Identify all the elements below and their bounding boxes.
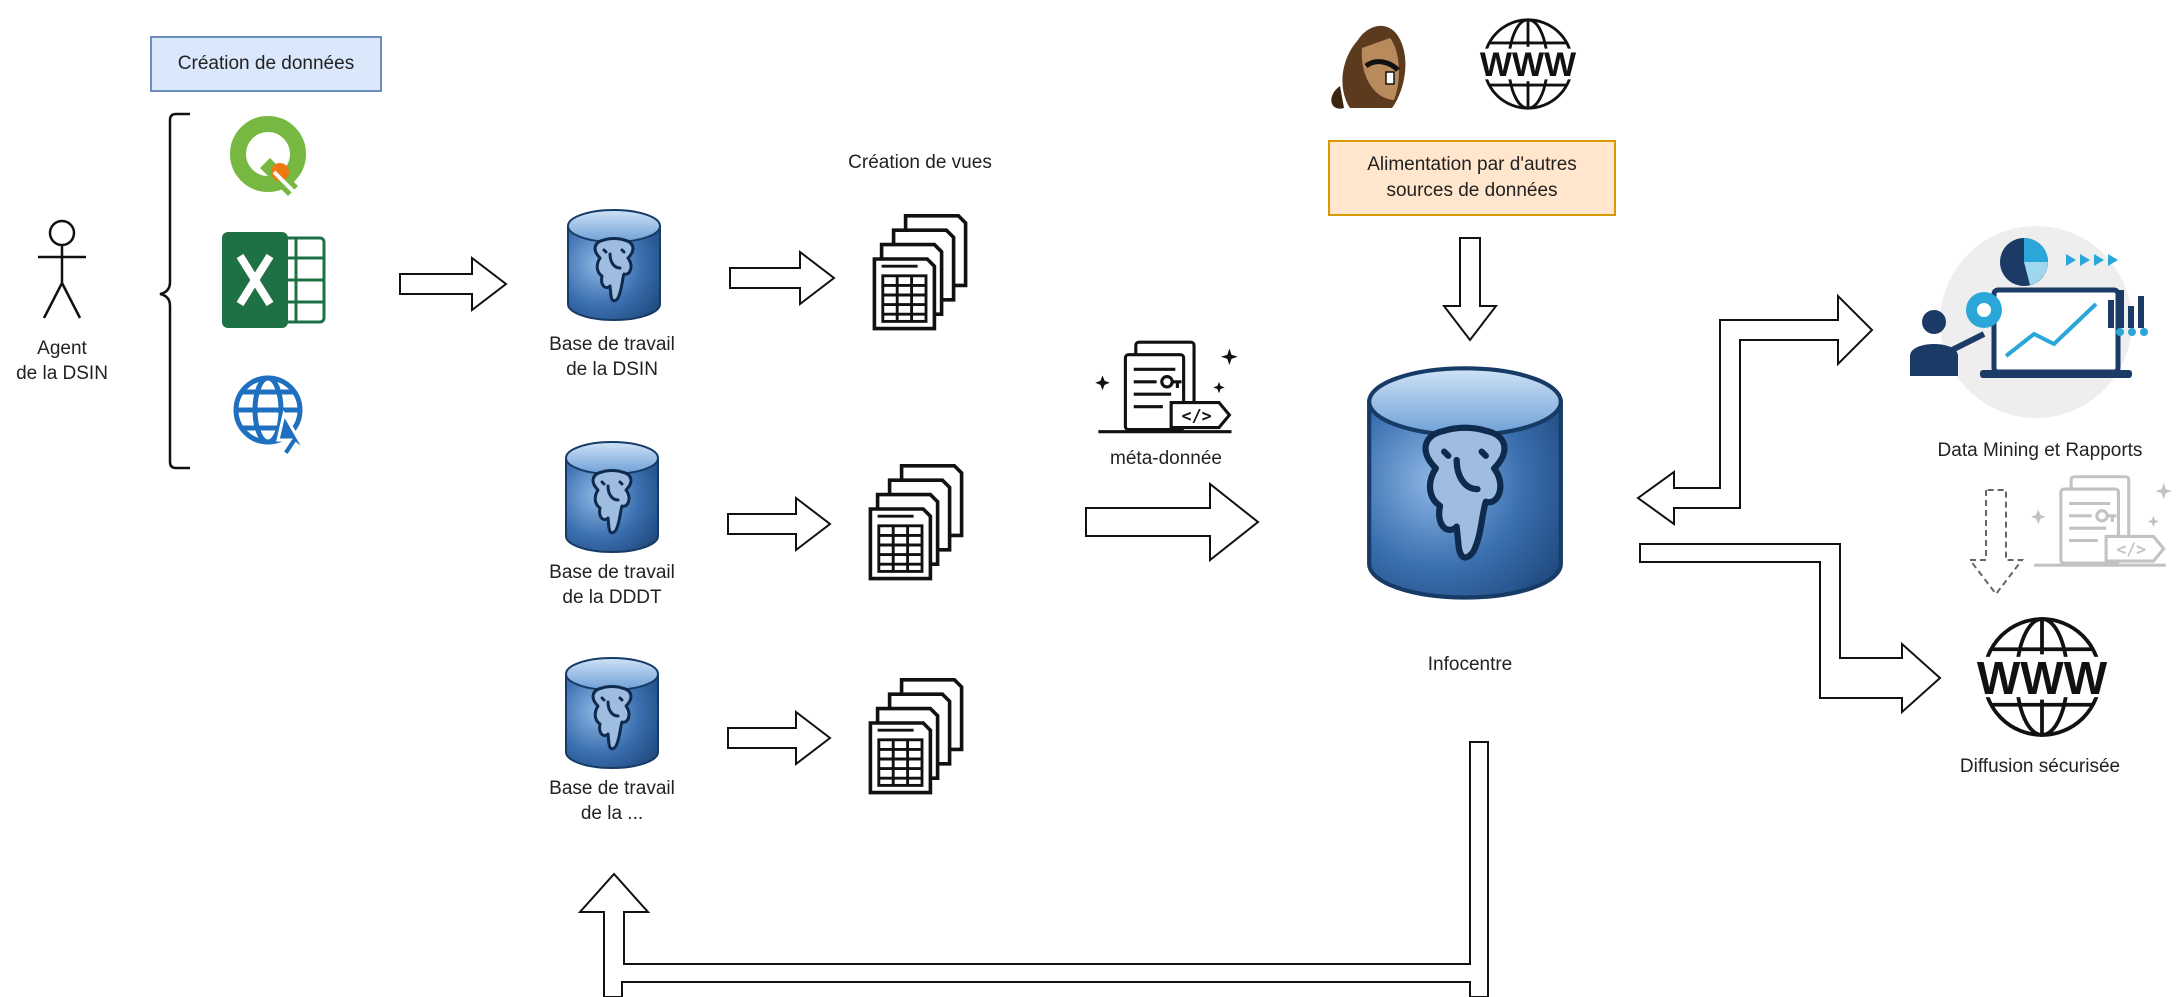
- qgis-icon: [230, 116, 306, 200]
- www-right-label: WWW: [1976, 652, 2108, 704]
- base-autre-line1: Base de travail: [549, 778, 675, 799]
- data-mining-label: Data Mining et Rapports: [1937, 440, 2143, 461]
- metadata-icon: [1093, 340, 1240, 434]
- views-dddt-icon: [868, 463, 964, 581]
- arrow-infocentre-diffusion: [1639, 543, 1942, 715]
- arrow-feedback-loop: [577, 741, 1489, 997]
- base-autre-line2: de la ...: [580, 803, 644, 824]
- base-dsin-line1: Base de travail: [549, 334, 675, 355]
- metadata-faded-icon: [2030, 475, 2174, 567]
- www-top-label: WWW: [1479, 46, 1577, 84]
- creation-vues-label: Création de vues: [848, 152, 992, 173]
- arrow-dsin-to-vues: [729, 249, 836, 307]
- analytics-report-icon: [1910, 226, 2148, 418]
- arrow-dddt-to-vues: [727, 495, 832, 553]
- base-autre-label: Base de travail de la ...: [512, 776, 712, 826]
- meta-donnee-label: méta-donnée: [1110, 448, 1222, 469]
- alimentation-label-line2: sources de données: [1386, 180, 1558, 201]
- alimentation-label-line1: Alimentation par d'autres: [1367, 154, 1577, 175]
- arrow-alimentation-to-infocentre: [1441, 237, 1499, 342]
- views-autre-icon: [868, 677, 964, 795]
- views-dsin-icon: [872, 213, 968, 331]
- alimentation-box: Alimentation par d'autres sources de don…: [1328, 140, 1616, 216]
- arrow-autre-to-vues: [727, 709, 832, 767]
- agent-label: Agent de la DSIN: [0, 336, 124, 386]
- arrow-infocentre-datamining: [1636, 293, 1874, 526]
- arrow-datamining-diffusion: [1967, 489, 2025, 596]
- actor-icon: [38, 219, 86, 319]
- base-dsin-label: Base de travail de la DSIN: [512, 332, 712, 382]
- base-dddt-line2: de la DDDT: [562, 587, 662, 608]
- base-dddt-label: Base de travail de la DDDT: [512, 560, 712, 610]
- creation-donnees-box: Création de données: [150, 36, 382, 92]
- arrow-meta-to-infocentre: [1085, 481, 1260, 563]
- tools-bracket: [159, 112, 190, 470]
- base-dsin-line2: de la DSIN: [566, 359, 658, 380]
- infocentre-label: Infocentre: [1427, 654, 1513, 675]
- db-dsin-icon: [566, 208, 662, 322]
- db-infocentre-icon: [1369, 368, 1561, 597]
- excel-icon: [222, 232, 326, 328]
- base-dddt-line1: Base de travail: [549, 562, 675, 583]
- db-autre-icon: [564, 656, 660, 770]
- agent-label-line2: de la DSIN: [16, 363, 108, 384]
- dbeaver-icon: [1331, 25, 1406, 109]
- diffusion-label: Diffusion sécurisée: [1959, 756, 2121, 777]
- web-cursor-icon: [233, 375, 308, 459]
- arrow-tools-to-dsin: [399, 255, 508, 313]
- agent-label-line1: Agent: [37, 338, 87, 359]
- db-dddt-icon: [564, 440, 660, 554]
- creation-donnees-label: Création de données: [177, 53, 355, 74]
